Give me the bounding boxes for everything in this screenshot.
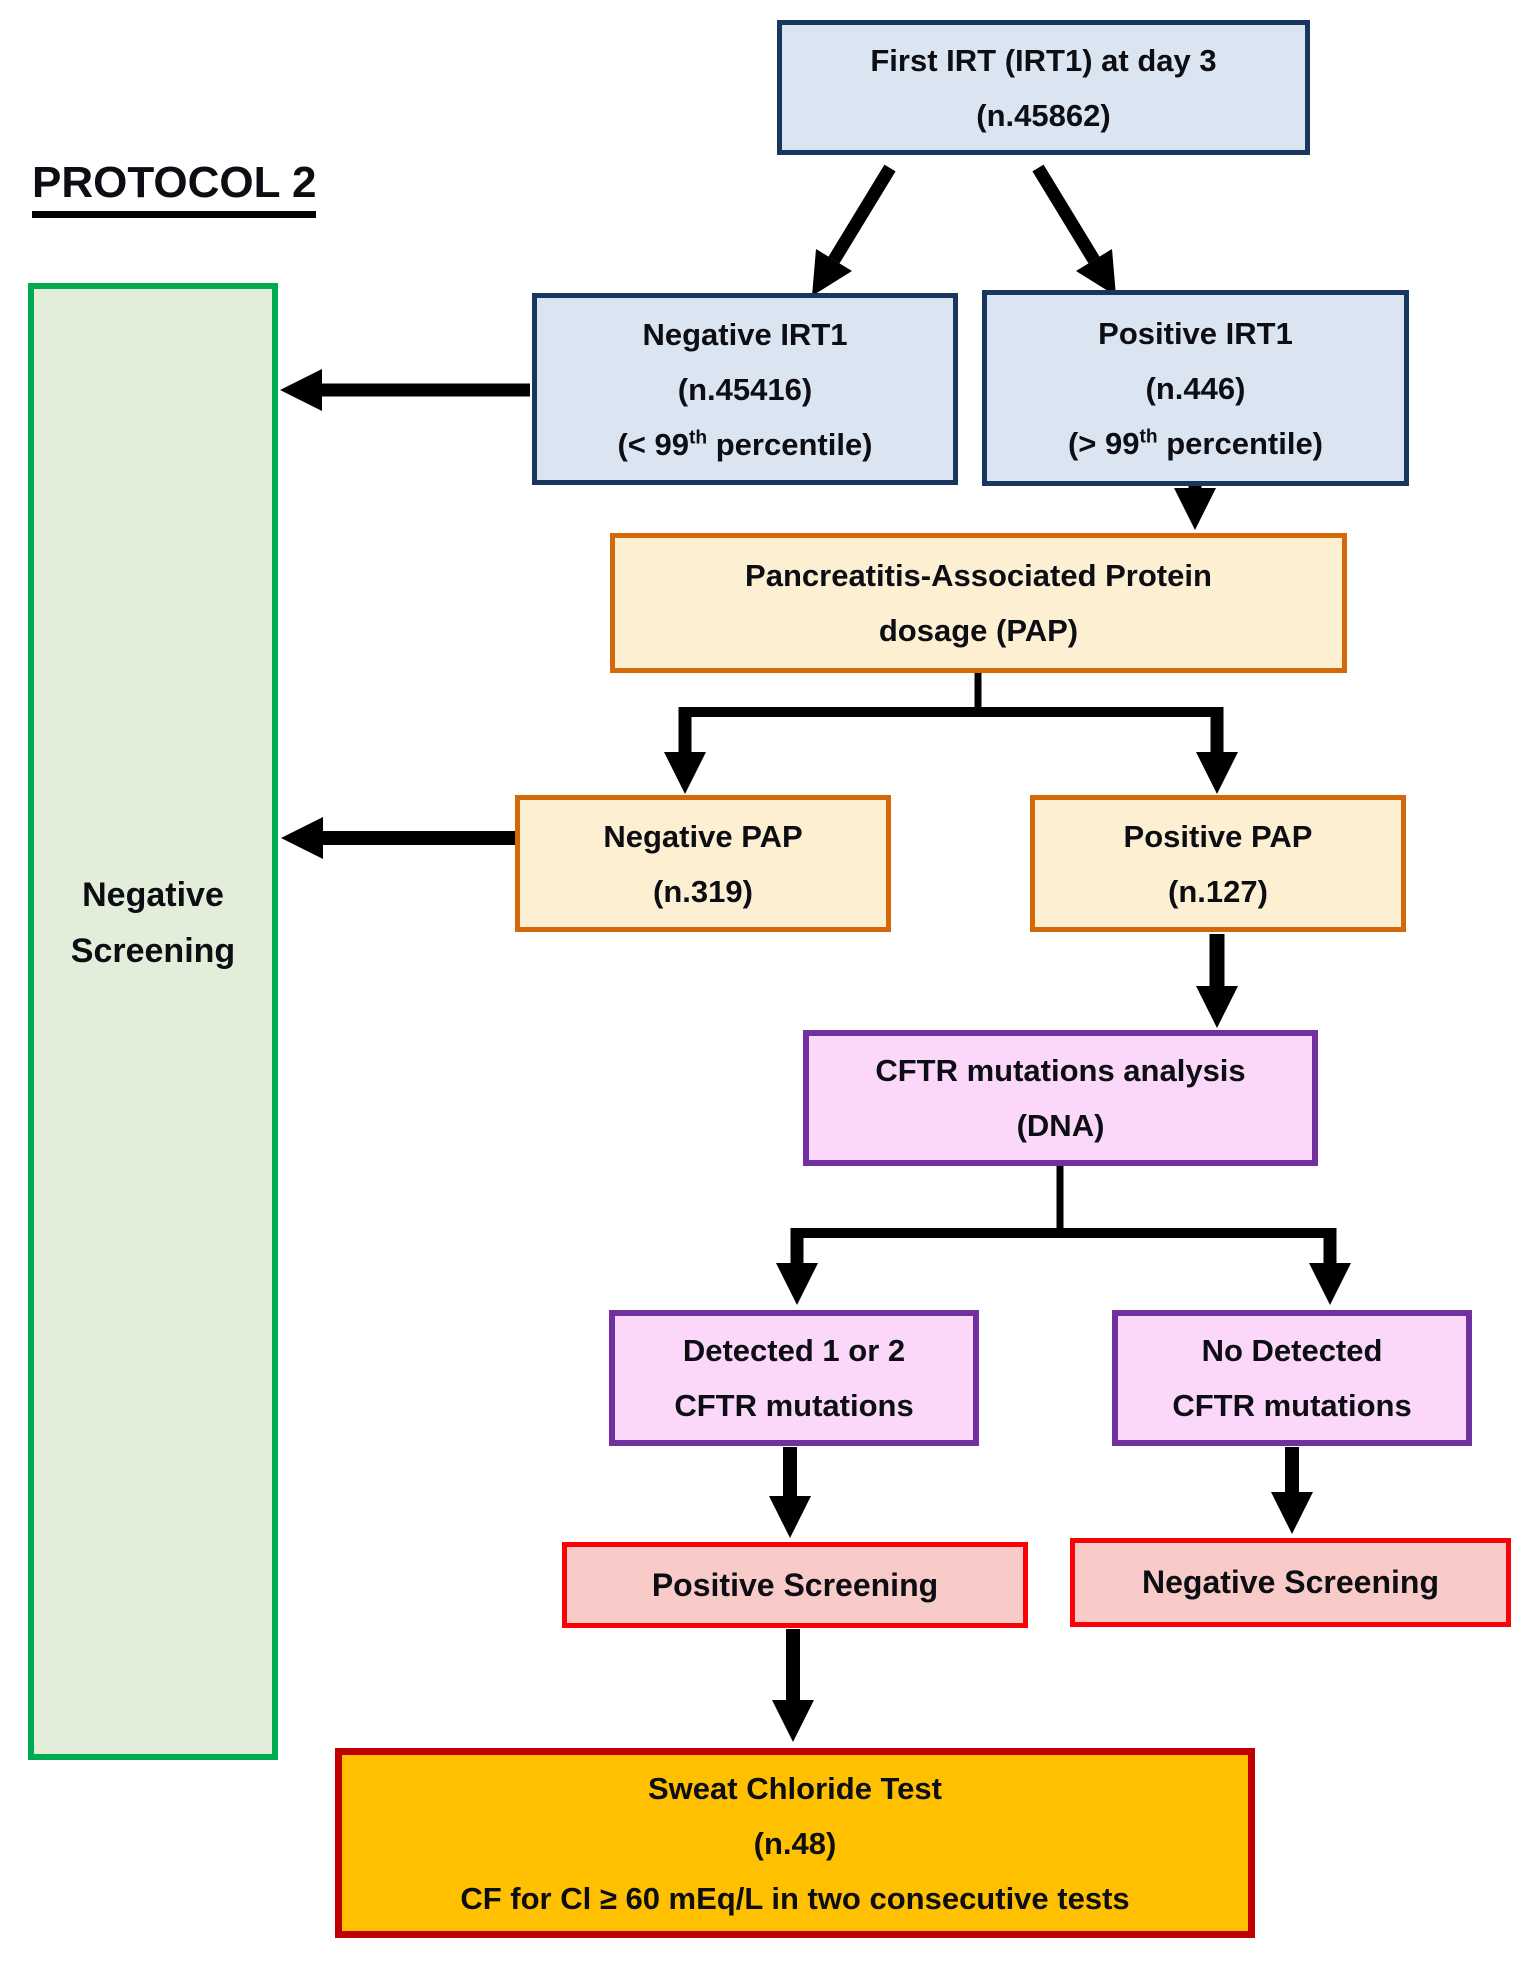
percentile-prefix: (> 99 — [1067, 425, 1140, 461]
positive-irt1-box: Positive IRT1 (n.446) (> 99th percentile… — [982, 290, 1409, 486]
first-irt-line-2: (n.45862) — [976, 97, 1111, 133]
cftr-line-2: (DNA) — [1016, 1108, 1105, 1143]
detected-line-2: CFTR mutations — [674, 1388, 914, 1423]
sweat-chloride-test-box: Sweat Chloride Test (n.48) CF for Cl ≥ 6… — [335, 1748, 1255, 1938]
percentile-sup: th — [689, 427, 708, 449]
negative-irt1-box: Negative IRT1 (n.45416) (< 99th percenti… — [532, 293, 958, 485]
detected-line-1: Detected 1 or 2 — [682, 1333, 906, 1368]
panel-line-2: Screening — [70, 932, 236, 970]
positive-irt1-line-3: (> 99th percentile) — [1068, 416, 1323, 471]
negative-pap-line-1: Negative PAP — [603, 818, 803, 854]
cftr-line-1: CFTR mutations analysis — [875, 1053, 1246, 1088]
percentile-suffix: percentile) — [1157, 425, 1324, 461]
negative-screening-result-box: Negative Screening — [1070, 1538, 1511, 1627]
pap-line-1: Pancreatitis-Associated Protein — [745, 558, 1212, 593]
positive-screening-label: Positive Screening — [651, 1566, 939, 1603]
percentile-suffix: percentile) — [707, 426, 873, 462]
positive-irt1-line-2: (n.446) — [1145, 370, 1246, 406]
negative-irt1-line-3: (< 99th percentile) — [617, 417, 872, 472]
arrow-first-to-negative-irt1 — [828, 164, 896, 264]
negative-pap-box: Negative PAP (n.319) — [515, 795, 891, 932]
detected-mutations-box: Detected 1 or 2 CFTR mutations — [609, 1310, 979, 1446]
arrowhead-positive-irt1-to-pap — [1174, 488, 1216, 530]
arrowhead-cftr-to-detected — [776, 1263, 818, 1305]
no-detected-mutations-box: No Detected CFTR mutations — [1112, 1310, 1472, 1446]
positive-screening-box: Positive Screening — [562, 1542, 1028, 1628]
percentile-prefix: (< 99 — [617, 426, 689, 462]
arrowhead-pap-to-negative-pap — [664, 752, 706, 794]
percentile-sup: th — [1139, 426, 1158, 448]
sweat-line-1: Sweat Chloride Test — [648, 1770, 942, 1806]
negative-irt1-line-2: (n.45416) — [677, 371, 813, 407]
arrowhead-no-detected-to-negative-screening — [1271, 1492, 1313, 1534]
first-irt-line-1: First IRT (IRT1) at day 3 — [870, 42, 1217, 78]
protocol-title: PROTOCOL 2 — [32, 158, 317, 218]
positive-pap-line-1: Positive PAP — [1123, 818, 1313, 854]
no-detected-line-1: No Detected — [1201, 1333, 1383, 1368]
negative-pap-line-2: (n.319) — [653, 873, 753, 909]
arrowhead-positive-pap-to-cftr — [1196, 986, 1238, 1028]
arrowhead-cftr-to-no-detected — [1309, 1263, 1351, 1305]
no-detected-line-2: CFTR mutations — [1172, 1388, 1412, 1423]
arrowhead-pap-to-positive-pap — [1196, 752, 1238, 794]
arrowhead-first-to-negative-irt1 — [812, 249, 852, 296]
positive-pap-box: Positive PAP (n.127) — [1030, 795, 1406, 932]
arrowhead-negative-pap-to-panel — [281, 817, 323, 859]
arrowhead-first-to-positive-irt1 — [1076, 249, 1116, 296]
negative-irt1-line-1: Negative IRT1 — [642, 316, 848, 352]
first-irt-box: First IRT (IRT1) at day 3 (n.45862) — [777, 20, 1310, 155]
cftr-analysis-box: CFTR mutations analysis (DNA) — [803, 1030, 1318, 1166]
pap-line-2: dosage (PAP) — [878, 613, 1079, 648]
arrowhead-negative-irt1-to-panel — [280, 369, 322, 411]
negative-screening-result-label: Negative Screening — [1142, 1564, 1439, 1600]
sweat-line-2: (n.48) — [753, 1825, 837, 1861]
pap-box: Pancreatitis-Associated Protein dosage (… — [610, 533, 1347, 673]
panel-line-1: Negative — [82, 876, 224, 914]
arrowhead-positive-screening-to-sweat — [772, 1700, 814, 1742]
arrowhead-detected-to-positive-screening — [769, 1496, 811, 1538]
positive-irt1-line-1: Positive IRT1 — [1098, 315, 1293, 351]
negative-screening-panel: Negative Screening — [28, 283, 278, 1760]
sweat-line-3: CF for Cl ≥ 60 mEq/L in two consecutive … — [460, 1880, 1130, 1916]
negative-screening-panel-text: Negative Screening — [71, 867, 235, 979]
arrow-first-to-positive-irt1 — [1032, 164, 1100, 264]
positive-pap-line-2: (n.127) — [1168, 873, 1268, 909]
